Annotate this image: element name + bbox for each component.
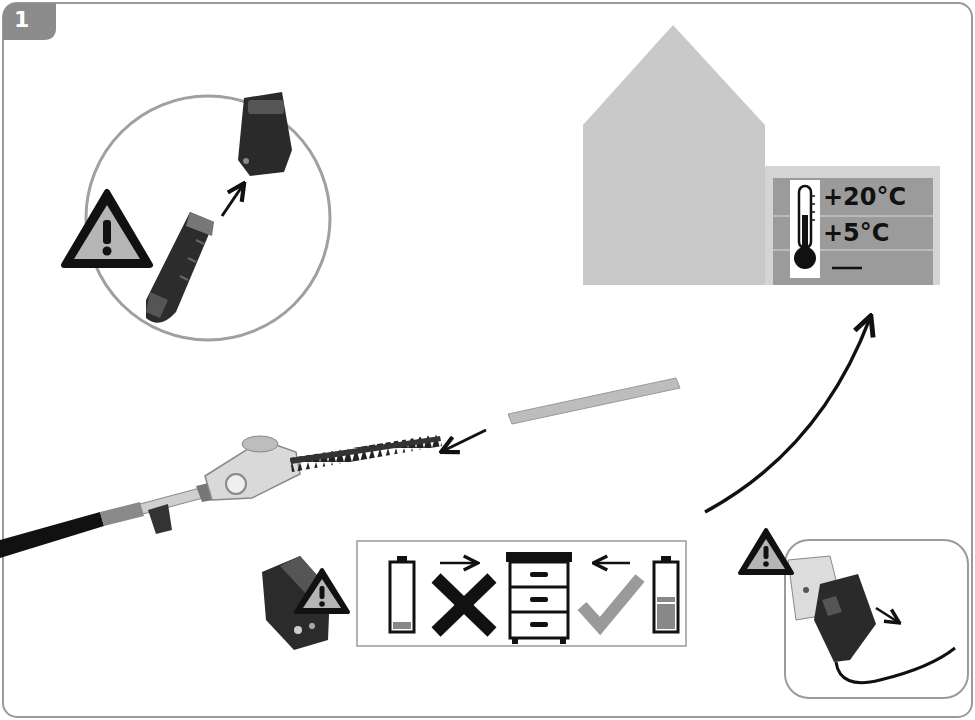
drawing-part	[319, 601, 325, 607]
drawing-part	[740, 530, 792, 573]
step-tab	[3, 3, 56, 40]
drawing-part	[74, 205, 140, 259]
drawing-part	[248, 100, 284, 114]
drawing-part	[100, 502, 144, 526]
drawing-part	[510, 586, 568, 589]
drawing-part	[436, 578, 492, 632]
drawing-part	[64, 192, 150, 265]
drawing-part	[294, 626, 302, 634]
drawing-part	[436, 578, 492, 632]
drawing-part	[811, 203, 815, 205]
underline	[832, 267, 862, 270]
drawing-part	[303, 579, 341, 608]
drawing-part	[243, 158, 249, 164]
drawing-part	[196, 240, 204, 244]
blade-cover	[508, 378, 680, 424]
drawing-part	[180, 276, 188, 280]
warning-triangle	[740, 530, 792, 573]
drawing-part	[146, 212, 214, 323]
charger-panel	[785, 540, 968, 698]
drawing-part	[443, 430, 486, 451]
handle-detail	[146, 212, 214, 323]
drawing-part	[222, 185, 243, 216]
drawing-part	[510, 562, 568, 638]
drawing-part	[188, 258, 196, 262]
storage-room	[773, 178, 933, 285]
empty-battery-icon	[390, 556, 414, 632]
drawing-part	[296, 570, 348, 612]
drawing-part	[747, 539, 785, 569]
frame	[3, 3, 972, 717]
drawing-part	[0, 512, 104, 558]
drawing-part	[512, 638, 518, 644]
drawing-part	[510, 611, 568, 614]
drawing-part	[803, 587, 809, 593]
drawing-part	[148, 504, 172, 534]
temperature-panel: +20°C +5°C	[823, 184, 906, 256]
drawing-part	[530, 572, 548, 577]
cabinet-icon	[506, 552, 572, 644]
drawing-part	[811, 211, 815, 213]
cross-icon	[436, 578, 492, 632]
drawing-part	[226, 474, 246, 494]
drawing-part	[595, 562, 630, 565]
drawing-part	[811, 219, 815, 221]
step-number: 1	[14, 7, 29, 33]
drawing-part	[242, 436, 278, 452]
temperature-label: +5°C	[823, 220, 906, 246]
warning-triangle	[296, 570, 348, 612]
drawing-part	[811, 195, 815, 197]
thermometer-icon	[790, 180, 820, 278]
drawing-part	[393, 622, 411, 629]
drawing-part	[397, 556, 407, 562]
drawing-part	[186, 212, 214, 236]
drawing-part	[802, 215, 808, 255]
drawing-part	[764, 546, 769, 559]
drawing-part	[657, 597, 675, 629]
half-battery-icon	[654, 556, 678, 632]
drawing-part	[661, 556, 671, 562]
drawing-part	[654, 562, 678, 632]
drawing-part	[290, 434, 442, 472]
drawing-part	[876, 608, 898, 622]
drawing-part	[836, 648, 955, 683]
drawing-part	[440, 562, 476, 565]
drawing-part	[146, 292, 168, 318]
pole-hedge-trimmer	[0, 434, 442, 558]
drawing-part	[103, 247, 112, 256]
drawing-part	[530, 597, 548, 602]
drawing-part	[790, 180, 820, 278]
curved-arrow	[705, 318, 870, 512]
check-icon	[582, 578, 640, 626]
temperature-label: +20°C	[823, 184, 906, 210]
warning-triangle	[64, 192, 150, 265]
drawing-part	[290, 436, 441, 464]
battery-pack-detail	[238, 92, 292, 176]
drawing-part	[814, 574, 876, 662]
house	[583, 25, 765, 285]
drawing-part	[822, 596, 842, 616]
drawing-part	[238, 92, 292, 176]
storage-panel	[357, 541, 686, 646]
drawing-part	[103, 220, 111, 244]
drawing-part	[763, 561, 769, 567]
drawing-part	[320, 586, 325, 599]
drawing-part	[560, 638, 566, 644]
charger-unplug	[788, 556, 955, 683]
drawing-part	[309, 623, 315, 629]
drawing-part	[390, 562, 414, 632]
drawing-part	[657, 602, 675, 604]
garage	[765, 166, 940, 285]
drawing-part	[530, 622, 548, 627]
